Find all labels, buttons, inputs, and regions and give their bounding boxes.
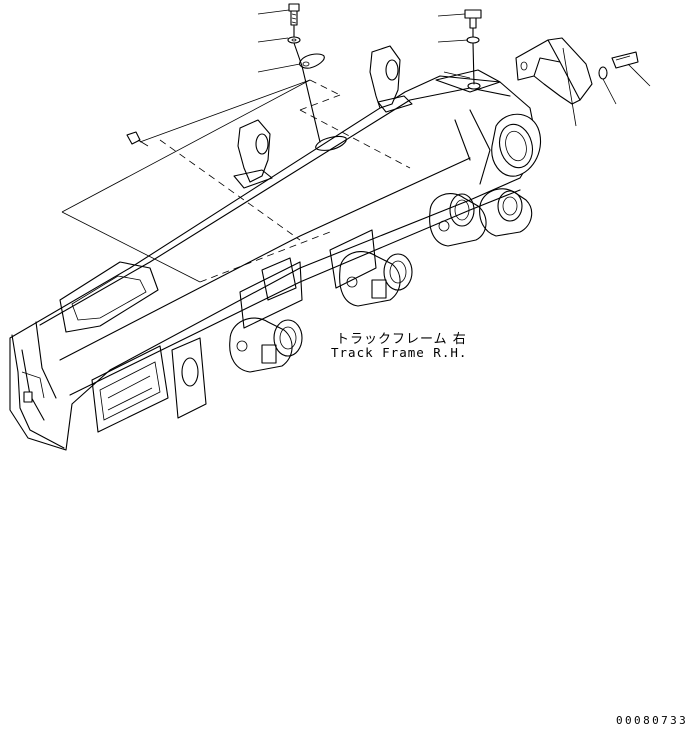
roller-group-1 — [229, 317, 303, 373]
roller-group-3 — [429, 193, 487, 247]
front-guard-part — [515, 37, 593, 105]
track-rollers — [229, 188, 533, 373]
bolt-part-2 — [464, 9, 482, 29]
washer-part-1 — [287, 36, 301, 44]
frame-side-details — [91, 229, 377, 433]
plate-part-1 — [299, 53, 325, 69]
frame-cover-part — [435, 69, 501, 93]
washer-part-3 — [598, 66, 608, 80]
bolt-part-1 — [288, 3, 300, 26]
part-label-japanese: トラックフレーム 右 — [336, 332, 467, 347]
bolt-part-3 — [611, 51, 639, 69]
track-frame-body — [9, 75, 542, 451]
part-label-english: Track Frame R.H. — [331, 345, 468, 360]
installation-centerlines — [61, 25, 475, 283]
roller-group-4 — [479, 188, 533, 237]
leader-lines — [257, 9, 651, 127]
washer-part-2 — [466, 36, 480, 44]
track-guard-bracket-rear — [233, 119, 273, 189]
roller-group-2 — [339, 251, 413, 307]
drawing-number: 00080733 — [616, 714, 689, 727]
plug-part — [126, 131, 149, 147]
track-guard-bracket-front — [369, 45, 413, 113]
